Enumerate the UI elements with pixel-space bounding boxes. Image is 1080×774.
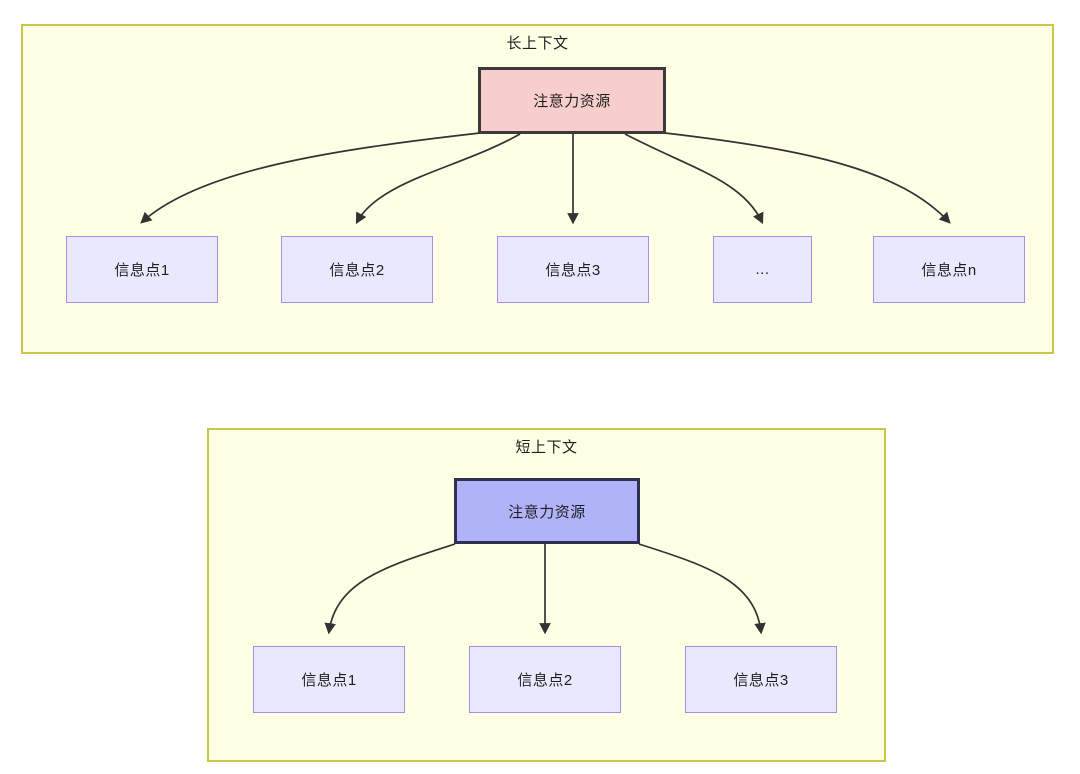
node-info-point-n-long[interactable]: 信息点n xyxy=(873,236,1025,303)
node-label: 信息点1 xyxy=(114,262,170,279)
node-label: 注意力资源 xyxy=(508,503,586,521)
node-label: ... xyxy=(755,261,770,278)
node-label: 信息点3 xyxy=(733,672,789,689)
node-info-point-2-short[interactable]: 信息点2 xyxy=(469,646,621,713)
node-label: 信息点2 xyxy=(329,262,385,279)
node-info-point-3-long[interactable]: 信息点3 xyxy=(497,236,649,303)
node-label: 信息点2 xyxy=(517,672,573,689)
node-info-point-2-long[interactable]: 信息点2 xyxy=(281,236,433,303)
node-info-point-1-long[interactable]: 信息点1 xyxy=(66,236,218,303)
node-label: 信息点1 xyxy=(301,672,357,689)
node-info-point-1-short[interactable]: 信息点1 xyxy=(253,646,405,713)
panel-short-context-title: 短上下文 xyxy=(515,439,578,456)
node-info-point-ellipsis-long[interactable]: ... xyxy=(713,236,812,303)
node-attention-resource-long[interactable]: 注意力资源 xyxy=(478,67,666,134)
node-attention-resource-short[interactable]: 注意力资源 xyxy=(454,478,640,544)
panel-long-context-title: 长上下文 xyxy=(506,35,569,52)
node-label: 信息点n xyxy=(921,262,977,279)
node-info-point-3-short[interactable]: 信息点3 xyxy=(685,646,837,713)
node-label: 注意力资源 xyxy=(533,93,611,110)
node-label: 信息点3 xyxy=(545,262,601,279)
